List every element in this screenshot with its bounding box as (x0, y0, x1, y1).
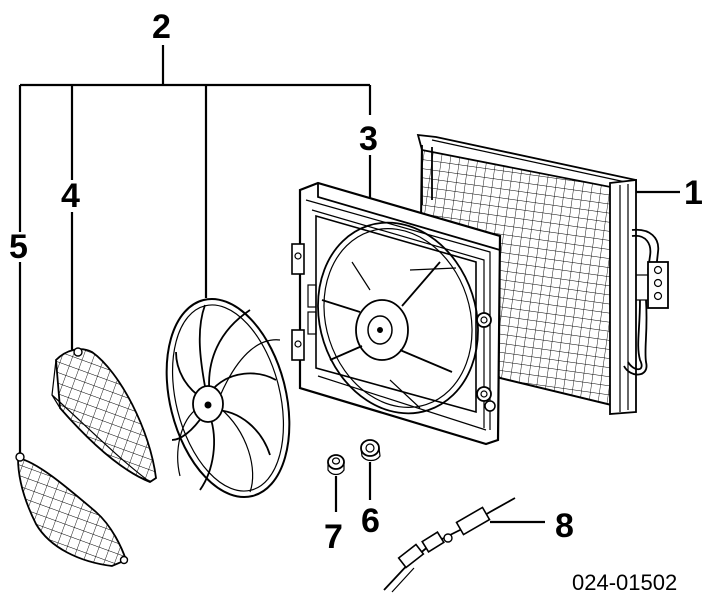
grommet (327, 454, 345, 476)
nut (360, 439, 381, 462)
callout-4: 4 (61, 177, 80, 215)
callout-6: 6 (361, 502, 380, 540)
fan-shroud (291, 181, 502, 446)
small-grille (51, 347, 157, 484)
callout-7: 7 (324, 518, 343, 556)
callout-8: 8 (555, 507, 574, 545)
leader-bracket-2 (18, 45, 372, 456)
callout-5: 5 (9, 228, 28, 266)
callout-2: 2 (152, 8, 171, 46)
wiring-harness (383, 497, 516, 593)
diagram-part-number: 024-01502 (572, 570, 677, 595)
callout-1: 1 (684, 174, 703, 212)
callout-3: 3 (359, 120, 378, 158)
fan-blade (165, 298, 291, 498)
large-grille (15, 452, 129, 567)
